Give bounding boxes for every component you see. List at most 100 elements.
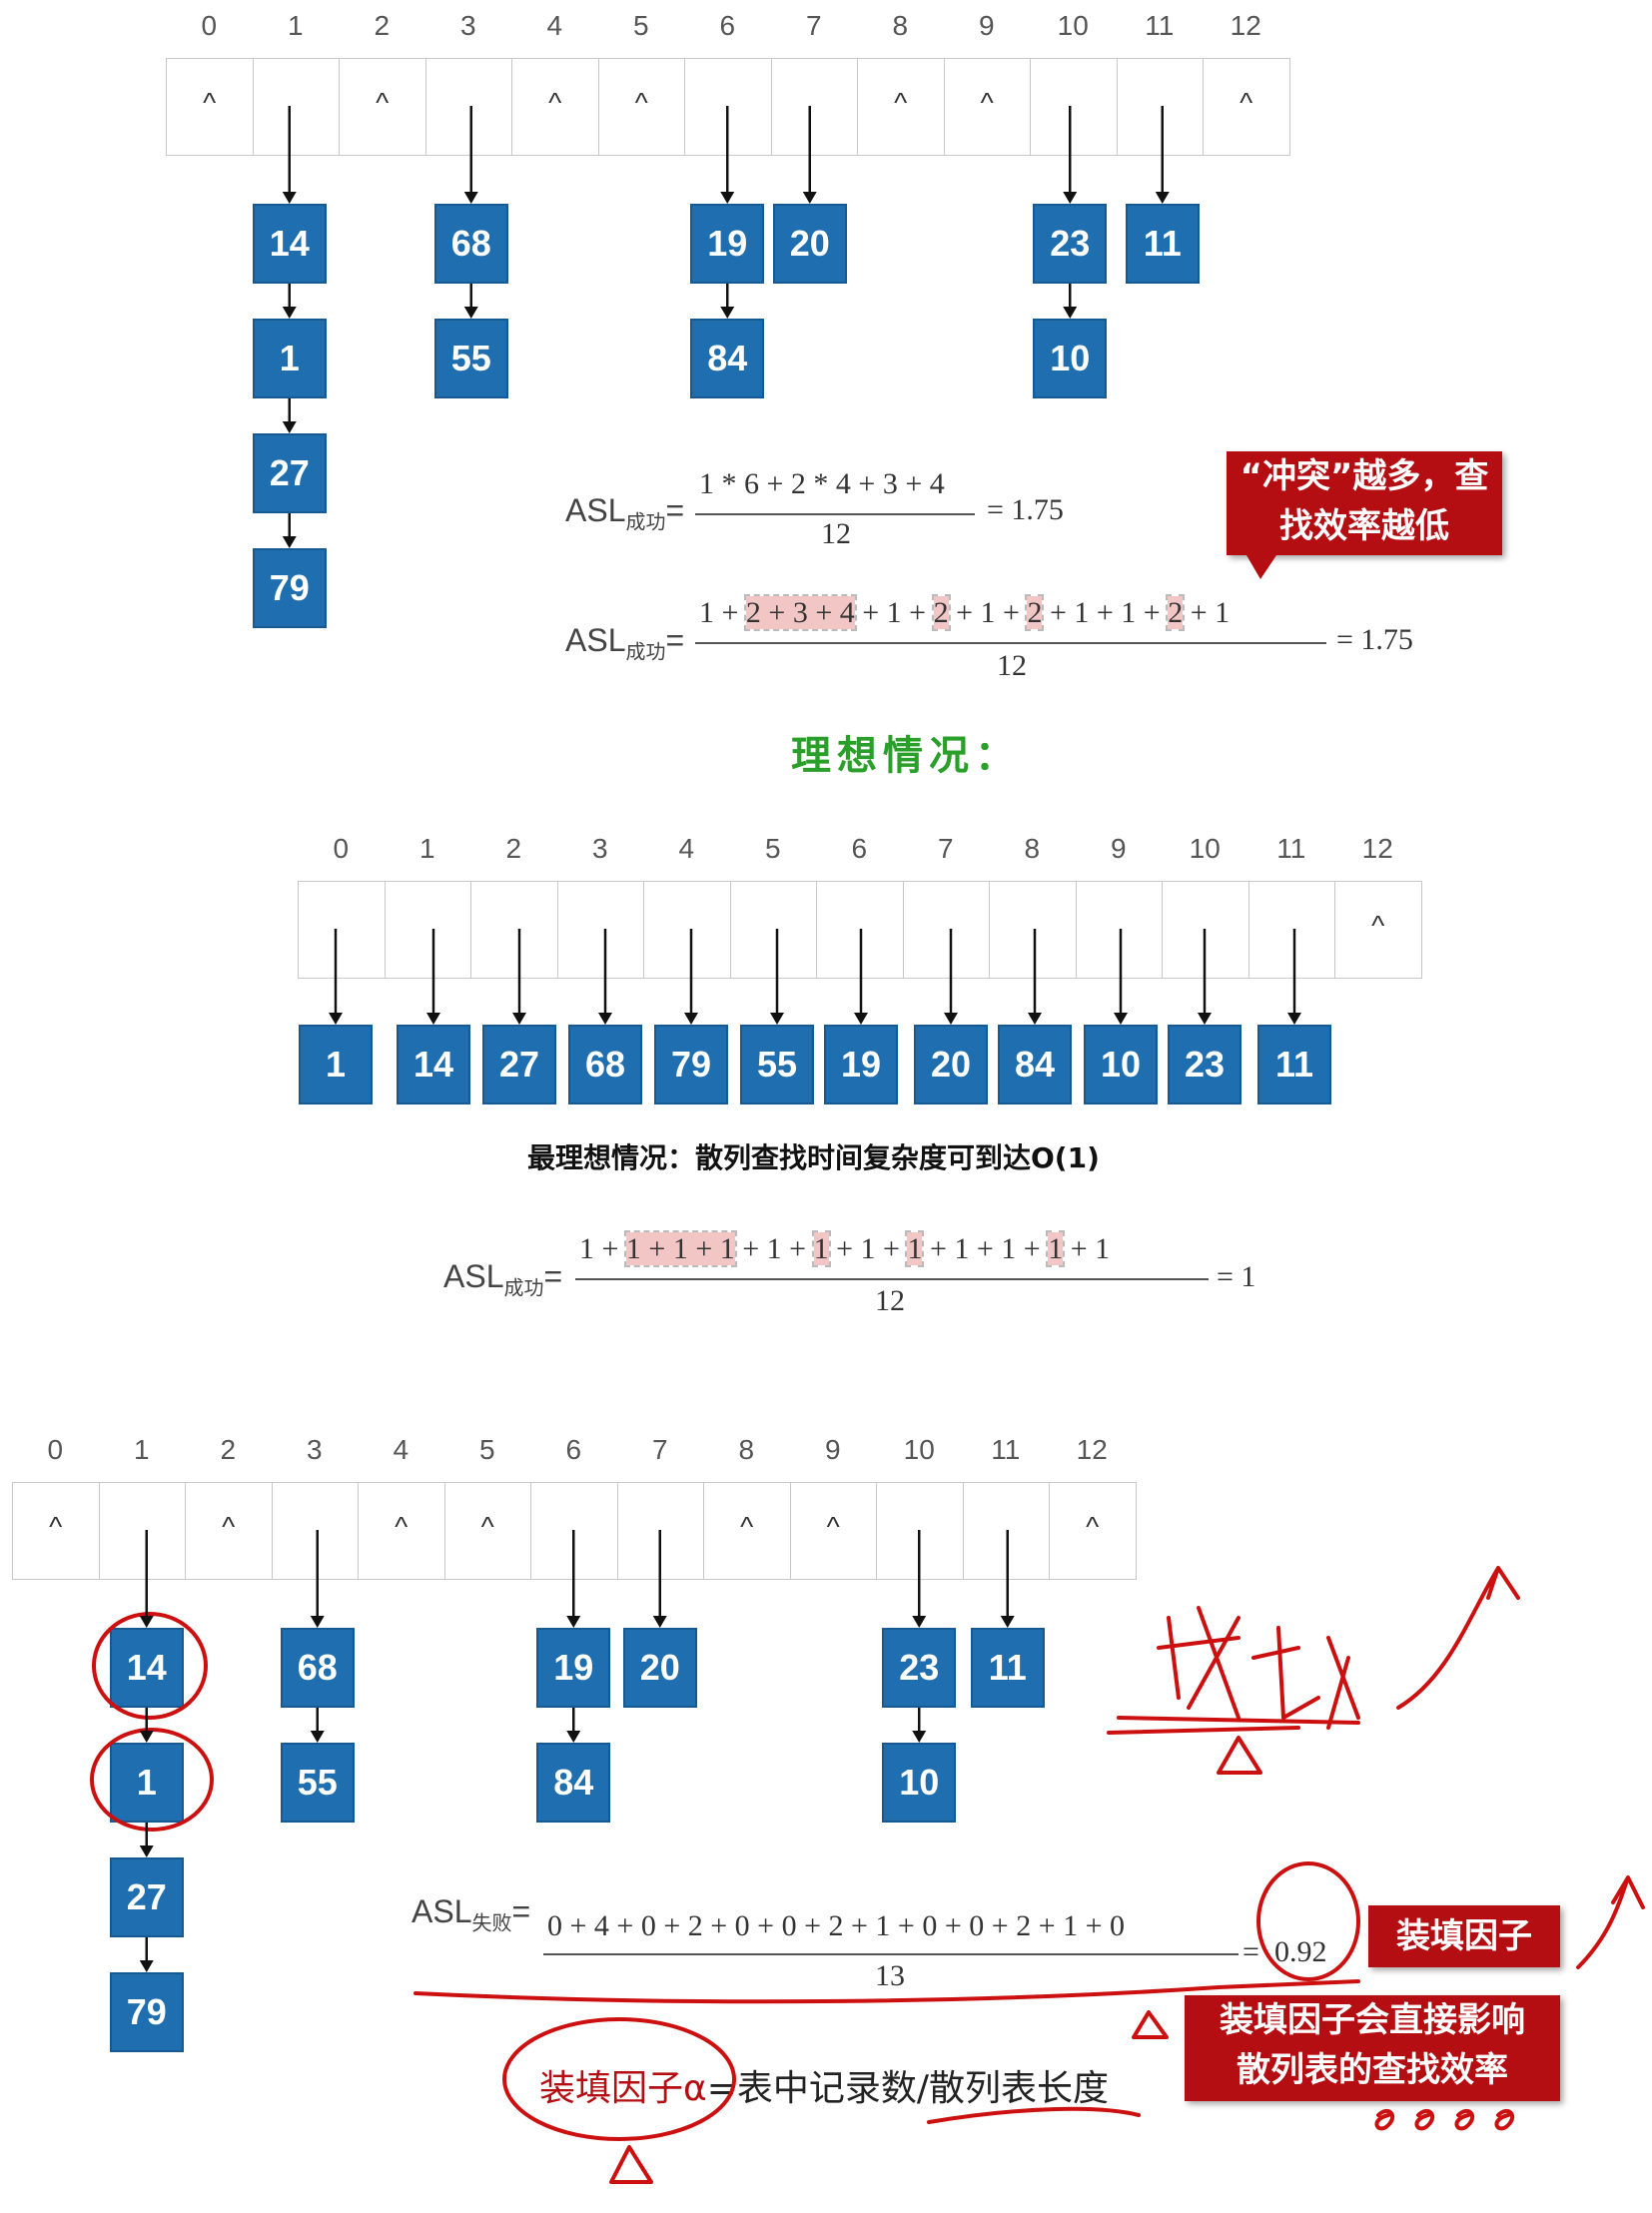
slot-index: 2	[505, 833, 522, 864]
chain-node: 19	[536, 1628, 611, 1708]
asl-success-label-2: ASL成功=	[565, 622, 685, 664]
ideal-title: 理想情况：	[791, 732, 1021, 779]
slot-index: 6	[719, 10, 736, 41]
hash-slot: ^	[1049, 1482, 1137, 1580]
slot-index: 7	[651, 1434, 668, 1465]
slot-index: 4	[393, 1434, 410, 1465]
chain-node: 20	[622, 1628, 697, 1708]
pointer-arrow-head	[1287, 1013, 1301, 1025]
hash-slot	[470, 881, 558, 979]
chain-node: 23	[1168, 1025, 1241, 1105]
chain-node: 55	[433, 319, 508, 398]
chain-node: 55	[740, 1025, 814, 1105]
pointer-arrow-head	[770, 1013, 784, 1025]
slot-index: 1	[418, 833, 435, 864]
pointer-arrow-head	[566, 1616, 581, 1628]
load-factor-definition: 装填因子α=表中记录数/散列表长度	[539, 2059, 1109, 2111]
callout-conflict-pointer	[1246, 555, 1276, 579]
asl-success-label-1: ASL成功=	[565, 492, 685, 534]
highlighted-term: 2	[1025, 594, 1045, 631]
null-pointer-symbol: ^	[395, 1511, 409, 1542]
handwritten-word	[1157, 1606, 1360, 1730]
pointer-arrow-head	[1028, 1013, 1042, 1025]
hash-slot: ^	[166, 58, 254, 156]
hash-slot: ^	[443, 1482, 531, 1580]
pointer-arrow-head	[598, 1013, 612, 1025]
highlighted-term: 2	[1166, 594, 1186, 631]
definition-term: 装填因子α	[539, 2068, 707, 2109]
chain-node: 79	[252, 548, 327, 628]
pointer-arrow-head	[1063, 192, 1078, 204]
chain-node: 11	[1125, 204, 1200, 284]
formula1-result: = 1.75	[987, 493, 1064, 526]
pointer-arrow-head	[310, 1731, 325, 1743]
slot-index: 11	[991, 1434, 1021, 1465]
null-pointer-symbol: ^	[980, 87, 994, 118]
formula3-numerator: 1 + 1 + 1 + 1 + 1 + 1 + 1 + 1 + 1 + 1 + …	[579, 1230, 1110, 1267]
chain-node: 1	[252, 319, 327, 398]
hash-slot: ^	[789, 1482, 877, 1580]
formula1-denominator: 12	[821, 517, 851, 550]
hash-slot	[816, 881, 904, 979]
handwritten-triangle-1	[1217, 1736, 1262, 1775]
pointer-arrow-head	[139, 1731, 154, 1743]
hash-slot	[98, 1482, 186, 1580]
numerator-term: + 1 +	[854, 596, 934, 629]
hash-slot: ^	[597, 58, 685, 156]
formula4-result: 0.92	[1274, 1935, 1327, 1968]
numerator-term: + 1	[1183, 596, 1231, 629]
formula2-fraction-bar	[695, 642, 1326, 644]
callout-conflict: “冲突”越多，查 找效率越低	[1227, 451, 1502, 555]
handwritten-triangle-3	[609, 2145, 653, 2184]
handwritten-triangle-2	[1132, 2010, 1169, 2039]
hash-slot	[271, 1482, 359, 1580]
slot-index: 2	[374, 10, 391, 41]
slot-index: 4	[678, 833, 695, 864]
hash-slot	[876, 1482, 964, 1580]
pointer-arrow-head	[1114, 1013, 1128, 1025]
hash-slot	[1075, 881, 1163, 979]
pointer-arrow-head	[720, 192, 735, 204]
callout-load-factor-impact: 装填因子会直接影响 散列表的查找效率	[1185, 1995, 1560, 2101]
hash-slot	[1116, 58, 1204, 156]
slot-index: 10	[1057, 10, 1089, 41]
chain-node: 10	[1084, 1025, 1158, 1105]
chain-node: 11	[970, 1628, 1045, 1708]
null-pointer-symbol: ^	[548, 87, 562, 118]
asl-fail-label: ASL失败=	[412, 1893, 531, 1935]
null-pointer-symbol: ^	[634, 87, 648, 118]
chain-node: 14	[397, 1025, 470, 1105]
pointer-arrow-head	[463, 192, 478, 204]
pointer-arrow-head	[282, 307, 297, 319]
slot-index: 5	[764, 833, 781, 864]
chain-node: 19	[690, 204, 765, 284]
null-pointer-symbol: ^	[222, 1511, 236, 1542]
hash-slot: ^	[703, 1482, 791, 1580]
handwritten-marks	[1374, 2108, 1515, 2131]
pointer-arrow-head	[566, 1731, 581, 1743]
null-pointer-symbol: ^	[480, 1511, 494, 1542]
slot-index: 11	[1145, 10, 1175, 41]
hash-slot	[643, 881, 731, 979]
slot-index: 9	[978, 10, 995, 41]
hash-slot	[1030, 58, 1118, 156]
hash-slot	[770, 58, 858, 156]
highlighted-term: 1	[905, 1230, 925, 1267]
pointer-arrow-head	[463, 307, 478, 319]
chain-node: 68	[280, 1628, 355, 1708]
chain-node: 20	[914, 1025, 988, 1105]
slot-index: 5	[478, 1434, 495, 1465]
hash-slot	[902, 881, 990, 979]
highlighted-term: 1 + 1 + 1	[623, 1230, 737, 1267]
hash-slot	[729, 881, 817, 979]
numerator-term: + 1 +	[948, 596, 1028, 629]
hash-slot: ^	[943, 58, 1031, 156]
slot-index: 0	[201, 10, 218, 41]
formula2-numerator: 1 + 2 + 3 + 4 + 1 + 2 + 1 + 2 + 1 + 1 + …	[699, 594, 1231, 631]
pointer-arrow-head	[652, 1616, 667, 1628]
hash-slot	[530, 1482, 618, 1580]
formula1-numerator: 1 * 6 + 2 * 4 + 3 + 4	[699, 467, 945, 500]
